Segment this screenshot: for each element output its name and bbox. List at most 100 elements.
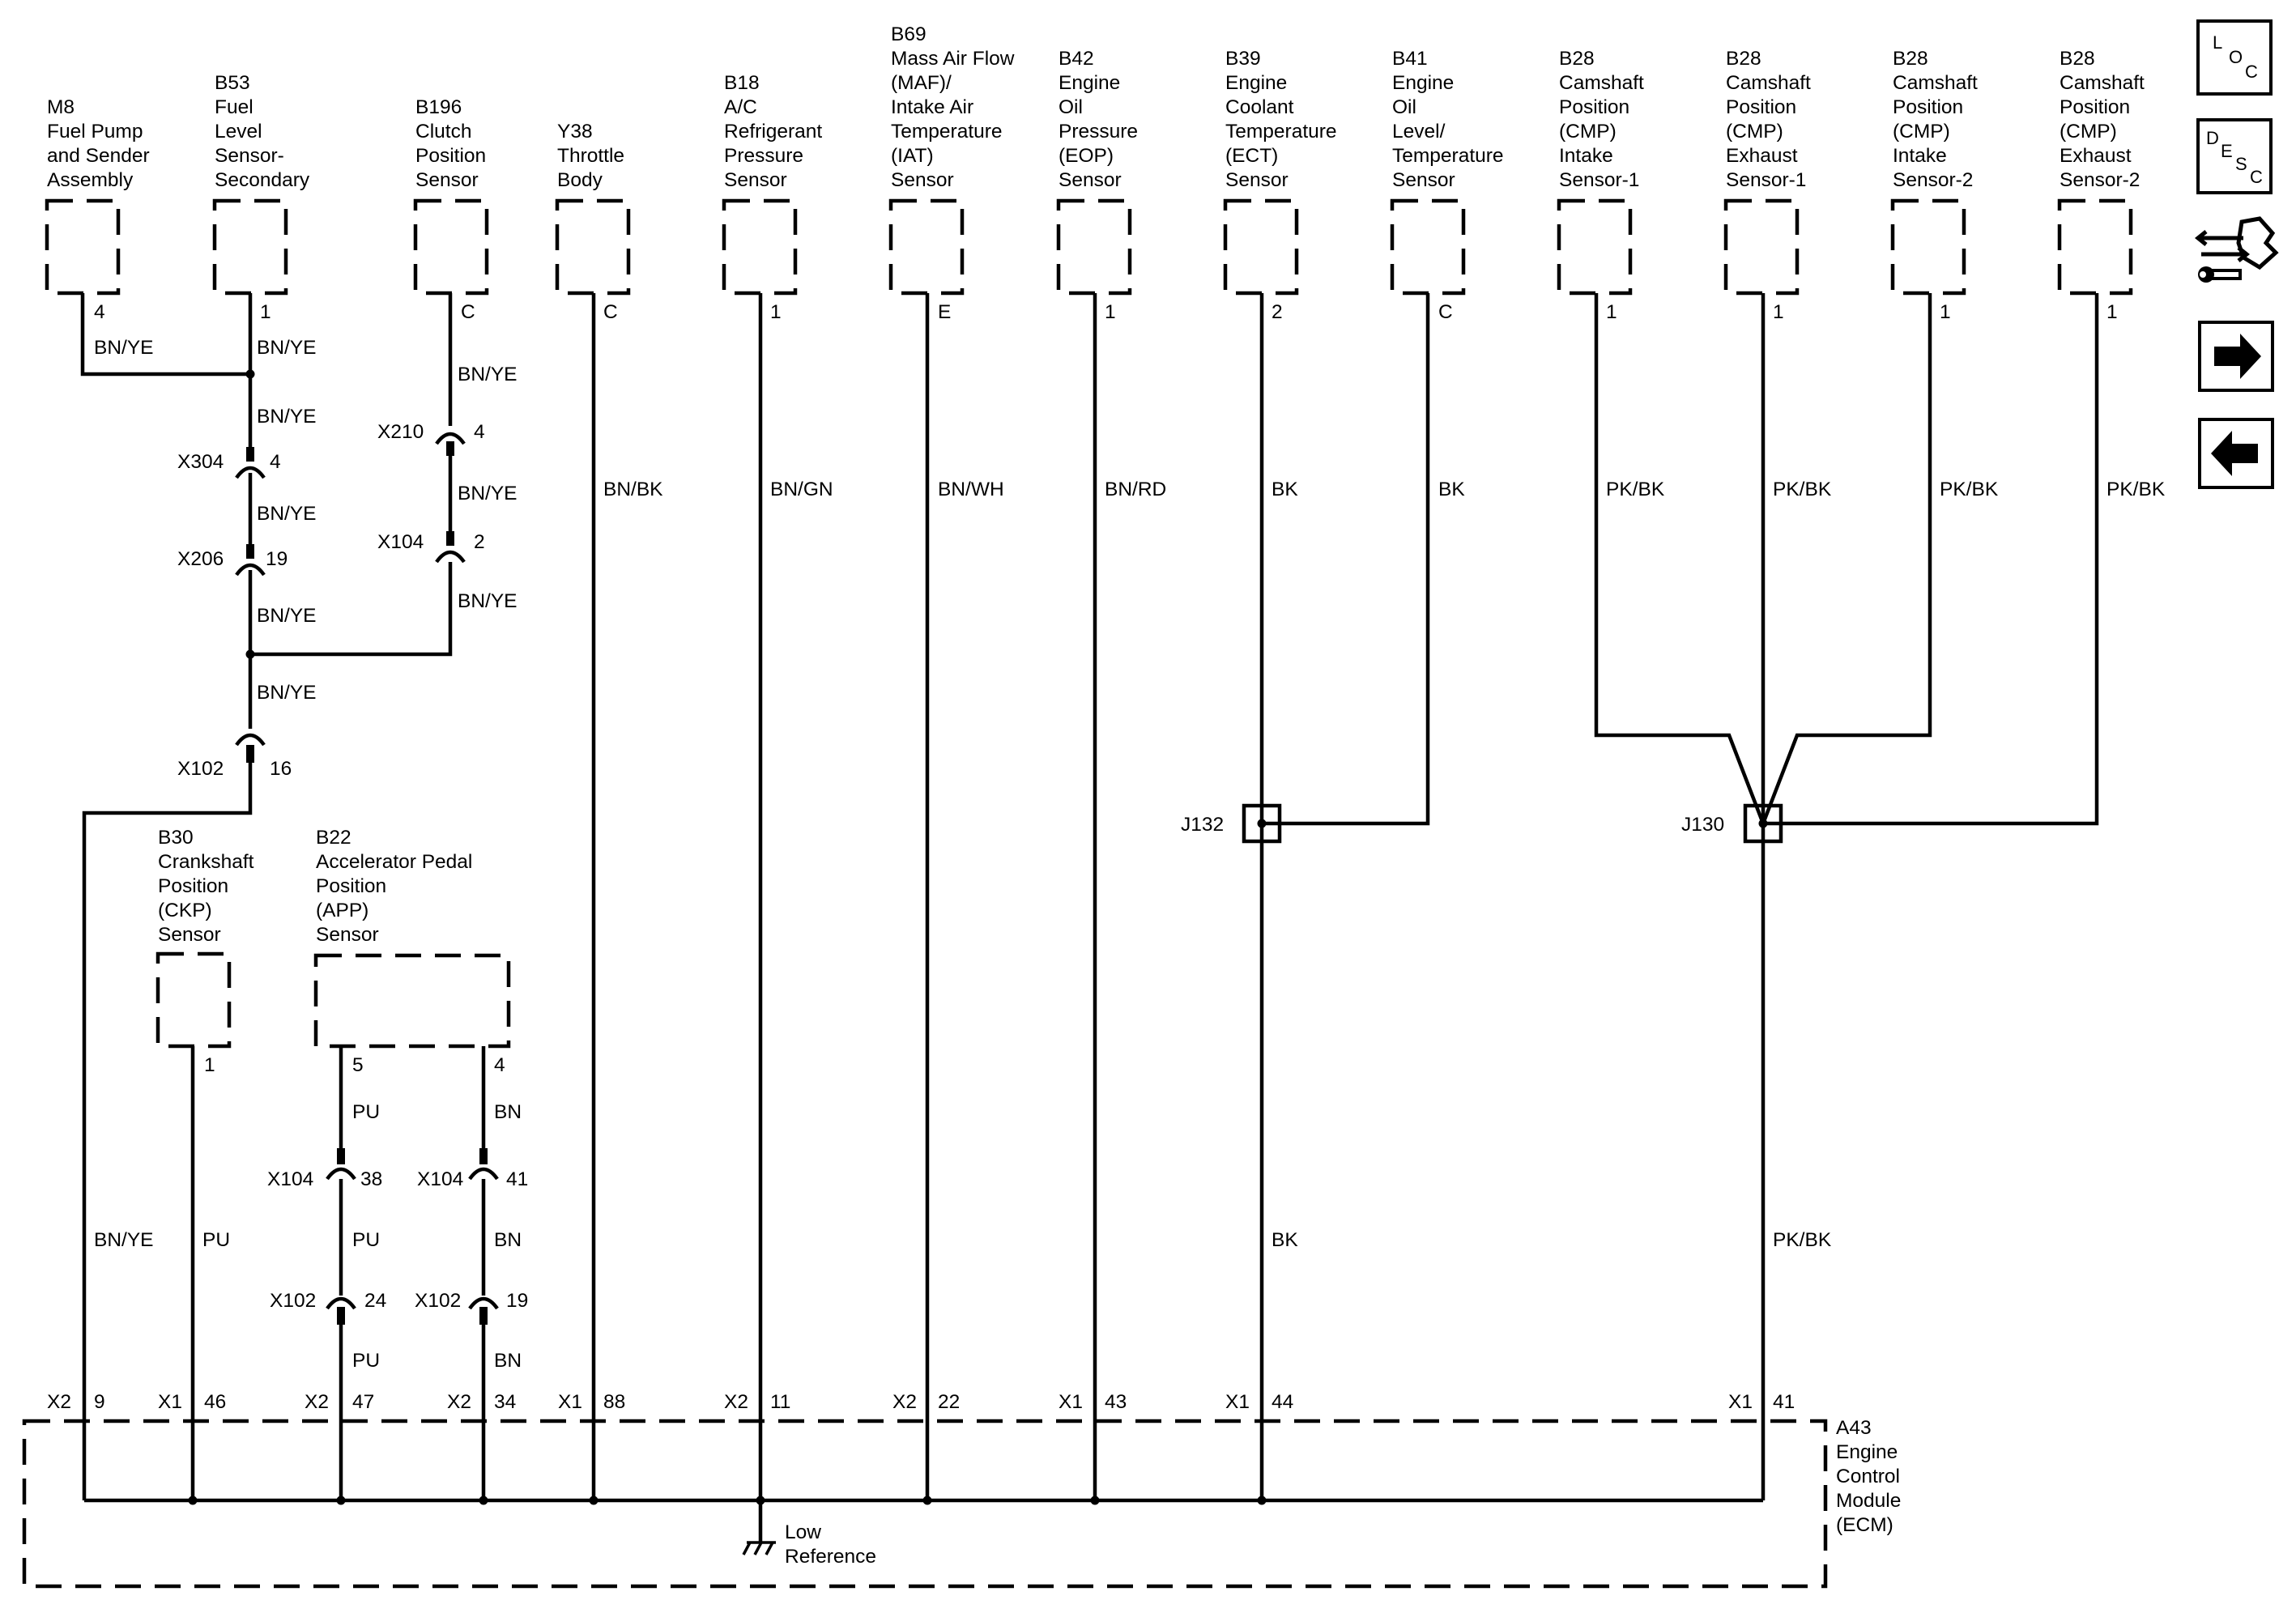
splice-label-j130: J130: [1681, 814, 1724, 836]
location-button[interactable]: L O C: [2196, 19, 2273, 96]
wire-m8: [80, 293, 250, 377]
component-label-b30: B30 Crankshaft Position (CKP) Sensor: [158, 827, 259, 946]
svg-text:41: 41: [1773, 1391, 1795, 1413]
svg-text:34: 34: [494, 1391, 516, 1413]
ecm-box-a43: [22, 1419, 1828, 1589]
wire-color-b41: BK: [1438, 479, 1465, 500]
component-label-b69: B69 Mass Air Flow (MAF)/ Intake Air Temp…: [891, 23, 1020, 191]
wire-b196-lower: [250, 562, 453, 657]
svg-text:X102: X102: [415, 1290, 461, 1312]
component-box-m8: [45, 198, 121, 296]
pin-b28-exhaust-1: 1: [1773, 301, 1784, 323]
wire-color-b22-pu-bottom: PU: [352, 1350, 380, 1372]
splice-dot-j132: [1257, 819, 1267, 828]
next-button[interactable]: [2198, 321, 2274, 392]
svg-text:X2: X2: [724, 1391, 748, 1413]
svg-text:9: 9: [94, 1391, 105, 1413]
component-label-b22: B22 Accelerator Pedal Position (APP) Sen…: [316, 827, 478, 946]
pin-m8: 4: [94, 301, 105, 323]
svg-text:X206: X206: [177, 548, 224, 570]
component-label-b42: B42 Engine Oil Pressure (EOP) Sensor: [1059, 48, 1144, 191]
wire-b28-exhaust-2: [1763, 293, 2099, 826]
svg-text:D: D: [2206, 128, 2219, 148]
svg-text:X2: X2: [447, 1391, 471, 1413]
component-box-b53: [212, 198, 288, 296]
svg-text:S: S: [2235, 154, 2247, 174]
wire-color-b69: BN/WH: [938, 479, 1004, 500]
svg-text:47: 47: [352, 1391, 374, 1413]
pin-b42: 1: [1105, 301, 1116, 323]
ground-label: Low Reference: [785, 1521, 876, 1568]
wire-color-b53-x206-below: BN/YE: [257, 605, 317, 627]
wire-color-b53-junction-below: BN/YE: [257, 682, 317, 704]
svg-text:43: 43: [1105, 1391, 1127, 1413]
wire-color-y38: BN/BK: [603, 479, 663, 500]
pin-b30: 1: [204, 1054, 215, 1076]
component-label-b28-intake-2: B28 Camshaft Position (CMP) Intake Senso…: [1893, 48, 1983, 191]
component-box-y38: [555, 198, 631, 296]
component-box-b41: [1390, 198, 1466, 296]
svg-text:C: C: [2250, 167, 2263, 187]
component-box-b28-exhaust-1: [1723, 198, 1800, 296]
svg-text:24: 24: [364, 1290, 386, 1312]
wire-color-b22-pu-top: PU: [352, 1101, 380, 1123]
connector-end-view-icon: [2194, 216, 2279, 283]
description-button[interactable]: D E S C: [2196, 118, 2273, 194]
svg-text:X1: X1: [1728, 1391, 1753, 1413]
svg-text:4: 4: [474, 421, 485, 443]
wire-color-b39: BK: [1272, 479, 1298, 500]
pin-b22-pu: 5: [352, 1054, 364, 1076]
pin-b41: C: [1438, 301, 1453, 323]
arrow-left-icon: [2211, 431, 2258, 476]
inline-connector-x104-bn: X104 41: [417, 1148, 528, 1190]
pin-b28-intake-1: 1: [1606, 301, 1617, 323]
svg-text:C: C: [2245, 62, 2258, 82]
ground-icon: [742, 1541, 776, 1555]
svg-text:2: 2: [474, 531, 485, 553]
svg-text:19: 19: [506, 1290, 528, 1312]
wire-color-ecm-bnye: BN/YE: [94, 1229, 154, 1251]
pin-b39: 2: [1272, 301, 1283, 323]
splice-dot-b53: [245, 369, 255, 379]
svg-text:X1: X1: [1225, 1391, 1250, 1413]
inline-connector-x104-pu: X104 38: [267, 1148, 382, 1190]
component-box-b28-exhaust-2: [2057, 198, 2133, 296]
wire-color-b28-exhaust-1: PK/BK: [1773, 479, 1832, 500]
wire-color-b42: BN/RD: [1105, 479, 1166, 500]
component-label-b41: B41 Engine Oil Level/ Temperature Sensor: [1392, 48, 1509, 191]
component-box-b30: [155, 951, 232, 1049]
wire-color-b196-bottom: BN/YE: [458, 590, 518, 612]
splice-label-j132: J132: [1181, 814, 1224, 836]
component-box-b69: [888, 198, 965, 296]
svg-text:X104: X104: [267, 1168, 313, 1190]
wire-color-b53-x304-below: BN/YE: [257, 503, 317, 525]
inline-connector-x102-pu: X102 24: [270, 1290, 386, 1325]
component-label-b18: B18 A/C Refrigerant Pressure Sensor: [724, 72, 828, 191]
inline-connector-x206: X206 19: [177, 544, 288, 577]
connector-end-view-button[interactable]: [2194, 216, 2279, 283]
svg-text:E: E: [2221, 141, 2233, 161]
svg-text:19: 19: [266, 548, 288, 570]
wire-color-b18: BN/GN: [770, 479, 833, 500]
splice-pack-j130: [1743, 803, 1783, 844]
wire-color-ecm-pkbk: PK/BK: [1773, 1229, 1832, 1251]
previous-button[interactable]: [2198, 418, 2274, 489]
wire-color-ecm-bk: BK: [1272, 1229, 1298, 1251]
bus-dots: [188, 1496, 1267, 1505]
pin-b53: 1: [260, 301, 271, 323]
svg-text:X1: X1: [558, 1391, 582, 1413]
component-box-b28-intake-2: [1890, 198, 1966, 296]
svg-text:22: 22: [938, 1391, 960, 1413]
svg-text:X104: X104: [377, 531, 424, 553]
svg-text:4: 4: [270, 451, 281, 473]
svg-text:X2: X2: [47, 1391, 71, 1413]
wire-b41: [1262, 293, 1430, 826]
wire-color-b196-mid: BN/YE: [458, 483, 518, 504]
svg-text:16: 16: [270, 758, 292, 780]
svg-text:X102: X102: [177, 758, 224, 780]
svg-text:X2: X2: [305, 1391, 329, 1413]
wire-color-ecm-pu: PU: [202, 1229, 230, 1251]
component-box-b18: [722, 198, 798, 296]
svg-text:11: 11: [770, 1391, 790, 1413]
